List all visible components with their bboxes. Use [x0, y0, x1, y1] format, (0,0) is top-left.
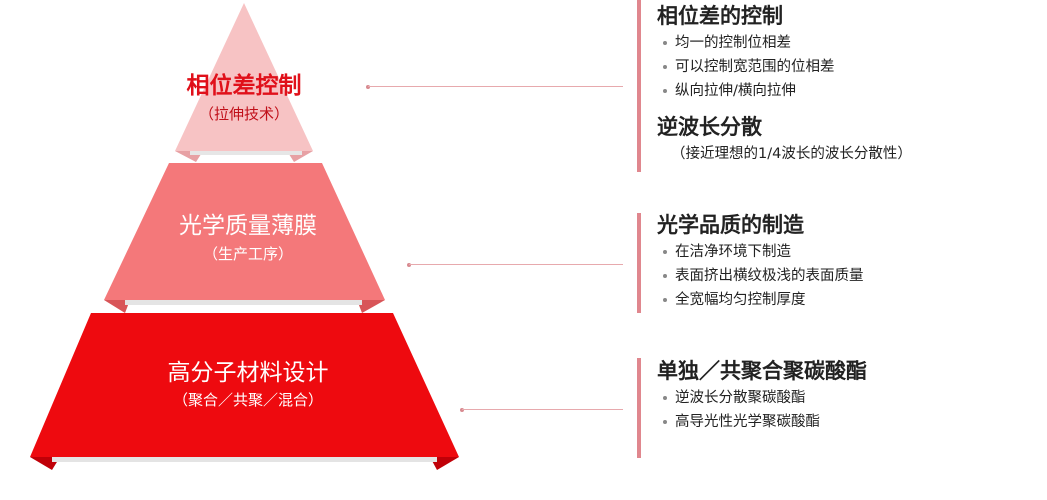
bullet-icon [663, 298, 667, 302]
top-tier [175, 3, 313, 151]
section-note: （接近理想的1/4波长的波长分散性） [671, 146, 912, 162]
bottom-tier-fold-right [430, 457, 459, 470]
bottom-tier [30, 313, 459, 457]
list-item: 逆波长分散聚碳酸酯 [657, 386, 867, 410]
bullet-icon [663, 65, 667, 69]
middle-tier-fold-right [357, 300, 385, 313]
list-item: 可以控制宽范围的位相差 [657, 55, 912, 79]
detail-block-phase: 相位差的控制 均一的控制位相差 可以控制宽范围的位相差 纵向拉伸/横向拉伸 逆波… [657, 1, 912, 166]
bullet-icon [663, 41, 667, 45]
bullet-icon [663, 274, 667, 278]
bullet-icon [663, 420, 667, 424]
list-item: 均一的控制位相差 [657, 31, 912, 55]
detail-block-optical: 光学品质的制造 在洁净环境下制造 表面挤出横纹极浅的表面质量 全宽幅均匀控制厚度 [657, 210, 864, 312]
top-tier-subtitle: （拉伸技术） [198, 105, 290, 123]
connector-line-top [368, 86, 623, 87]
bullet-icon [663, 89, 667, 93]
list-item: 表面挤出横纹极浅的表面质量 [657, 264, 864, 288]
middle-tier [104, 163, 385, 300]
section-heading: 光学品质的制造 [657, 213, 804, 237]
connector-line-middle [409, 264, 623, 265]
section-heading: 单独／共聚合聚碳酸酯 [657, 359, 867, 383]
middle-tier-fold-left [104, 300, 130, 313]
detail-block-polymer: 单独／共聚合聚碳酸酯 逆波长分散聚碳酸酯 高导光性光学聚碳酸酯 [657, 356, 867, 434]
bullet-icon [663, 396, 667, 400]
top-tier-title: 相位差控制 [186, 73, 302, 99]
pyramid-graphic [30, 3, 459, 470]
middle-tier-subtitle: （生产工序） [202, 245, 294, 263]
accent-bar-middle [637, 213, 641, 313]
connector-line-bottom [462, 409, 623, 410]
bullet-icon [663, 250, 667, 254]
list-item: 在洁净环境下制造 [657, 240, 864, 264]
bottom-tier-subtitle: （聚合／共聚／混合） [172, 391, 324, 409]
middle-tier-title: 光学质量薄膜 [179, 213, 317, 239]
list-item: 全宽幅均匀控制厚度 [657, 288, 864, 312]
accent-bar-bottom [637, 358, 641, 458]
bottom-tier-title: 高分子材料设计 [167, 360, 329, 386]
section-heading: 逆波长分散 [657, 115, 762, 139]
list-item: 高导光性光学聚碳酸酯 [657, 410, 867, 434]
accent-bar-top [637, 0, 641, 172]
section-heading: 相位差的控制 [657, 4, 783, 28]
list-item: 纵向拉伸/横向拉伸 [657, 79, 912, 103]
